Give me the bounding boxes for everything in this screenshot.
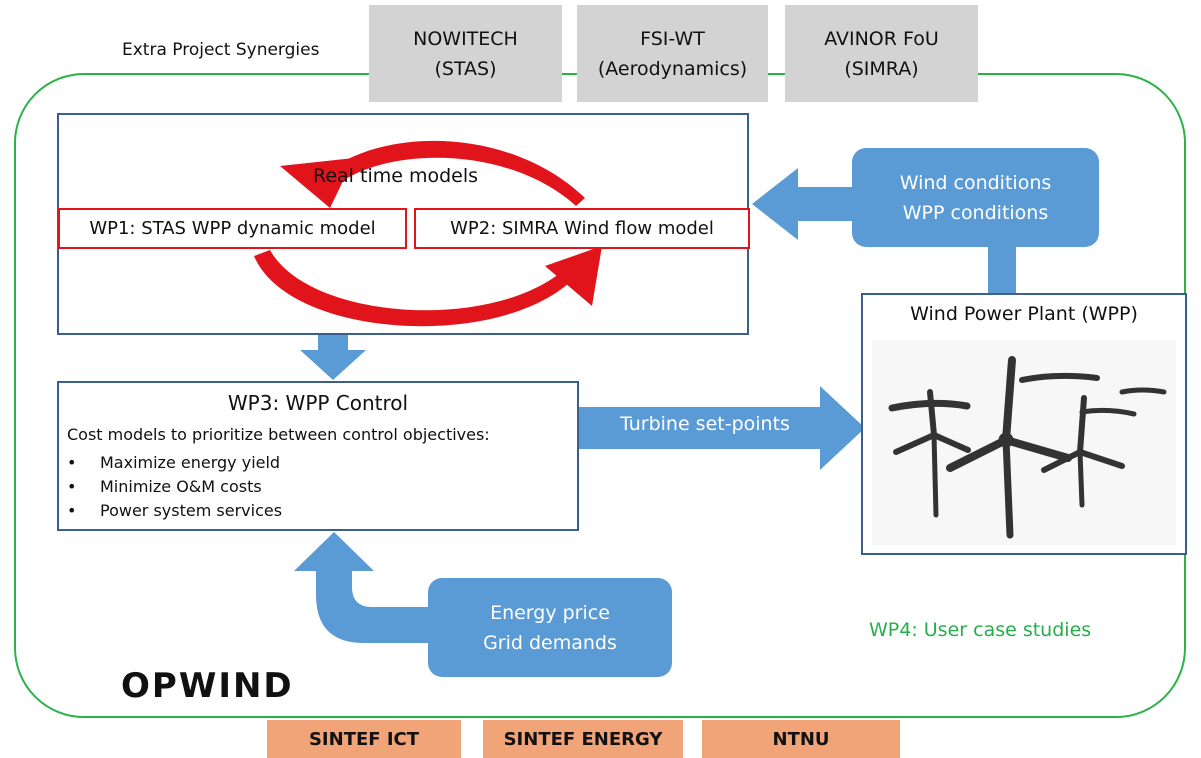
partner-ntnu: NTNU bbox=[702, 720, 900, 758]
wind-conditions-label: Wind conditions bbox=[899, 171, 1052, 194]
wind-turbines-sketch-icon bbox=[872, 340, 1176, 545]
model-to-control-arrow bbox=[300, 334, 366, 380]
project-name: OPWIND bbox=[121, 666, 294, 706]
energy-price-box: Energy price Grid demands bbox=[428, 578, 672, 677]
partner-sintef-energy: SINTEF ENERGY bbox=[483, 720, 683, 758]
wind-conditions-box: Wind conditions WPP conditions bbox=[852, 148, 1099, 247]
turbine-setpoints-arrow bbox=[579, 386, 865, 470]
synergy-fsi-wt: FSI-WT (Aerodynamics) bbox=[577, 5, 768, 102]
wp3-objectives-list: •Maximize energy yield •Minimize O&M cos… bbox=[67, 451, 282, 523]
real-time-models-title: Real time models bbox=[313, 165, 479, 187]
turbine-setpoints-label: Turbine set-points bbox=[620, 413, 790, 435]
partner-sintef-ict: SINTEF ICT bbox=[267, 720, 461, 758]
wp4-label: WP4: User case studies bbox=[869, 619, 1092, 641]
energy-price-label: Energy price bbox=[490, 601, 610, 624]
cycle-arrows-icon bbox=[254, 140, 602, 327]
wind-conditions-arrow bbox=[988, 246, 1016, 295]
synergy-avinor: AVINOR FoU (SIMRA) bbox=[785, 5, 978, 102]
list-item: •Maximize energy yield bbox=[67, 453, 281, 472]
wp3-subtitle: Cost models to prioritize between contro… bbox=[67, 425, 490, 444]
wp3-control-box bbox=[57, 381, 579, 531]
list-item: •Minimize O&M costs bbox=[67, 477, 262, 496]
grid-demands-label: Grid demands bbox=[483, 631, 617, 654]
wp1-box: WP1: STAS WPP dynamic model bbox=[58, 208, 407, 249]
wp3-title: WP3: WPP Control bbox=[227, 391, 409, 415]
wp2-box: WP2: SIMRA Wind flow model bbox=[414, 208, 750, 249]
energy-to-control-arrow bbox=[294, 532, 430, 643]
conditions-to-model-arrow bbox=[752, 168, 852, 240]
wpp-conditions-label: WPP conditions bbox=[902, 201, 1049, 224]
synergy-nowitech: NOWITECH (STAS) bbox=[369, 5, 562, 102]
extra-synergies-label: Extra Project Synergies bbox=[122, 40, 320, 60]
wind-power-plant-title: Wind Power Plant (WPP) bbox=[910, 303, 1138, 325]
list-item: •Power system services bbox=[67, 501, 283, 520]
